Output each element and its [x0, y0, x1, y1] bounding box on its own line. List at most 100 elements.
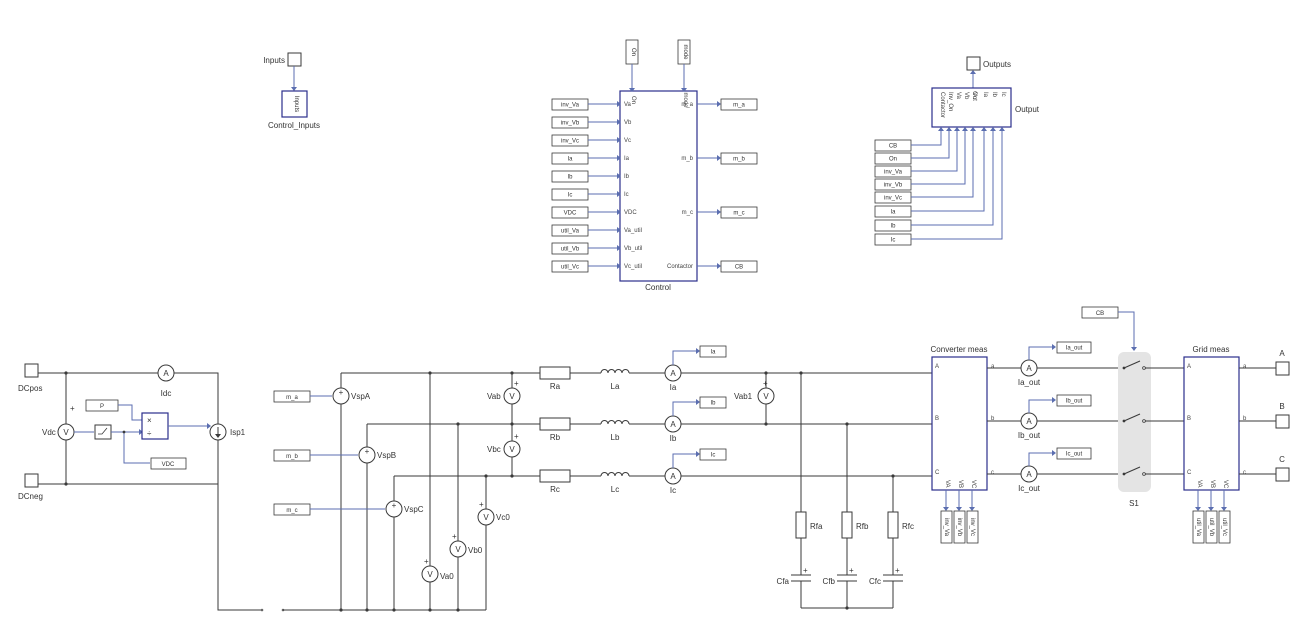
vdc-tag[interactable]: [150, 457, 187, 470]
current-tag-ic-text: Ic: [711, 453, 716, 459]
output-port-va: Va: [955, 92, 961, 100]
out-current-tag-ia-out[interactable]: [1056, 341, 1092, 354]
grid-meas-tag-util-vb[interactable]: [1205, 510, 1218, 544]
vspc-source[interactable]: [385, 500, 403, 518]
converter-meas-block[interactable]: [931, 356, 988, 491]
svg-text:V: V: [509, 392, 515, 401]
vspb-label: VspB: [377, 451, 396, 460]
terminal-c[interactable]: [1275, 467, 1290, 482]
resistor-rc[interactable]: [539, 469, 571, 483]
converter-meas-tag-inv-vb[interactable]: [953, 510, 966, 544]
control-in-arrow: [617, 191, 621, 197]
converter-meas-arrow: [943, 507, 949, 511]
inputs-port[interactable]: [287, 52, 302, 67]
dcpos-port[interactable]: [24, 363, 39, 378]
output-arrow: [946, 127, 952, 131]
svg-text:mode: mode: [682, 92, 688, 108]
breaker-switch[interactable]: [1123, 466, 1141, 475]
filter-icon[interactable]: [94, 424, 112, 440]
output-block[interactable]: [931, 87, 1012, 128]
vdc-label: Vdc: [42, 428, 56, 437]
output-wire: [911, 128, 966, 185]
control-out-tag-m-b[interactable]: [720, 152, 758, 165]
grid-meas-tag-util-vc[interactable]: [1218, 510, 1231, 544]
vspb-source[interactable]: [358, 446, 376, 464]
out-current-tag-ib-out[interactable]: [1056, 394, 1092, 407]
vbc-label: Vbc: [487, 445, 501, 454]
terminal-label: B: [1279, 402, 1284, 411]
current-tag-ib[interactable]: [699, 396, 727, 409]
svg-text:÷: ÷: [147, 429, 152, 438]
grid-meas-block[interactable]: [1183, 356, 1240, 491]
svg-text:On: On: [630, 96, 636, 104]
filter-resistor-rfa[interactable]: [795, 511, 807, 539]
vab1-voltmeter[interactable]: [757, 387, 775, 405]
vb0-voltmeter[interactable]: [449, 540, 467, 558]
output-port-vc: Vc: [971, 92, 977, 99]
control-in-port-va: Va: [624, 102, 632, 108]
svg-text:VDC: VDC: [162, 462, 175, 468]
vspa-label: VspA: [351, 392, 371, 401]
svg-text:×: ×: [147, 416, 152, 425]
terminal-a[interactable]: [1275, 361, 1290, 376]
control-in-arrow: [617, 173, 621, 179]
svg-text:m_b: m_b: [286, 454, 298, 460]
ammeter-ic-symbol: A: [670, 472, 676, 481]
control-out-tag-m-a[interactable]: [720, 98, 758, 111]
control-out-arrow: [717, 263, 721, 269]
grid-meas-arrow: [1208, 507, 1214, 511]
inductor-lc[interactable]: [600, 472, 630, 477]
breaker-switch[interactable]: [1123, 360, 1141, 369]
terminal-b[interactable]: [1275, 414, 1290, 429]
output-tag-ib-6-text: Ib: [890, 224, 896, 230]
outputs-port[interactable]: [966, 56, 981, 71]
control-out-tag-cb[interactable]: [720, 260, 758, 273]
ammeter-label: Ia: [670, 383, 677, 392]
resistor-label: Rb: [550, 433, 561, 442]
vab-voltmeter[interactable]: [503, 387, 521, 405]
control-out-arrow: [717, 155, 721, 161]
converter-meas-tag-inv-va[interactable]: [940, 510, 953, 544]
vbc-voltmeter[interactable]: [503, 440, 521, 458]
output-wire: [911, 128, 974, 198]
svg-text:CB: CB: [1096, 311, 1104, 317]
output-port-ib: Ib: [991, 92, 997, 98]
filter-resistor-rfc[interactable]: [887, 511, 899, 539]
breaker-switch[interactable]: [1123, 413, 1141, 422]
control-in-arrow: [617, 227, 621, 233]
svg-text:V: V: [509, 445, 515, 454]
resistor-ra[interactable]: [539, 366, 571, 380]
current-tag-ic[interactable]: [699, 448, 727, 461]
grid-meas-in-port: A: [1187, 364, 1191, 370]
out-current-arrow: [1052, 397, 1056, 403]
current-tag-ia[interactable]: [699, 345, 727, 358]
vc0-voltmeter[interactable]: [477, 508, 495, 526]
idc-ammeter[interactable]: [157, 364, 175, 382]
capacitor-label: Cfb: [823, 577, 836, 586]
vspa-source[interactable]: [332, 387, 350, 405]
filter-resistor-rfb[interactable]: [841, 511, 853, 539]
junction: [845, 422, 849, 426]
output-arrow: [990, 127, 996, 131]
control-block[interactable]: [619, 90, 698, 282]
inductor-label: Lc: [611, 485, 619, 494]
divide-block[interactable]: [141, 412, 169, 440]
control-inputs-subsystem[interactable]: [281, 90, 308, 118]
inductor-la[interactable]: [600, 369, 630, 374]
svg-text:V: V: [455, 545, 461, 554]
control-out-tag-m-a-text: m_a: [733, 103, 745, 109]
control-out-port-m-a: m_a: [681, 102, 693, 108]
control-in-port-vdc: VDC: [624, 210, 637, 216]
grid-meas-tag-util-va[interactable]: [1192, 510, 1205, 544]
out-current-tag-ic-out[interactable]: [1056, 447, 1092, 460]
resistor-rb[interactable]: [539, 417, 571, 431]
va0-voltmeter[interactable]: [421, 565, 439, 583]
converter-meas-tag-inv-vc[interactable]: [966, 510, 979, 544]
dcneg-port[interactable]: [24, 473, 39, 488]
control-out-arrow: [717, 101, 721, 107]
control-out-tag-cb-text: CB: [735, 265, 743, 271]
control-in-tag-ic-text: Ic: [568, 193, 573, 199]
inductor-lb[interactable]: [600, 420, 630, 425]
control-out-tag-m-c[interactable]: [720, 206, 758, 219]
grid-meas-in-port: C: [1187, 470, 1192, 476]
